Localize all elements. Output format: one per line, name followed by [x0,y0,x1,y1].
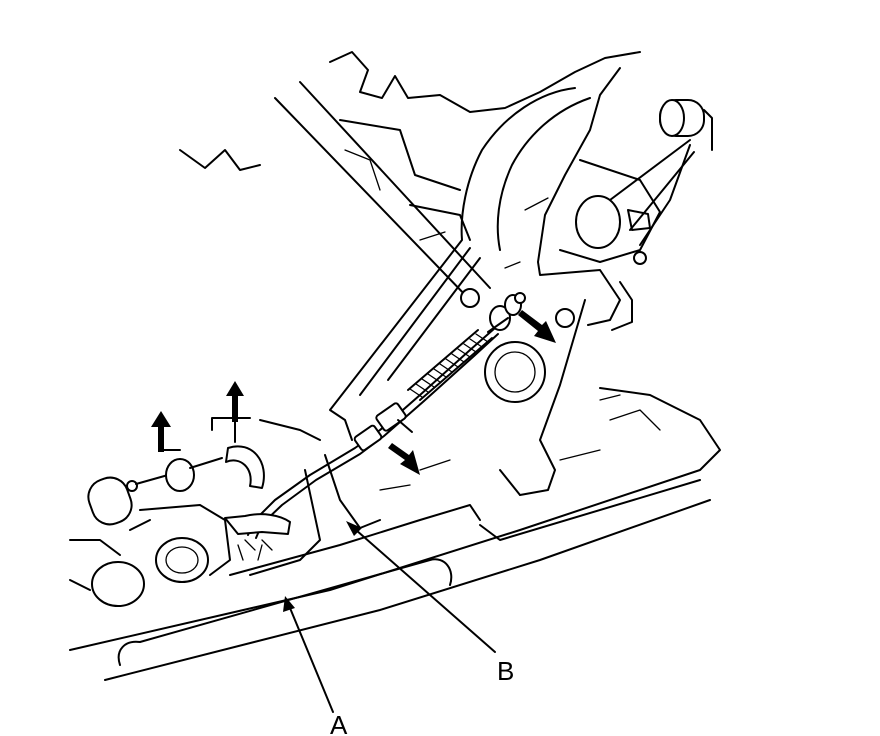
diagonal-arrow-spring [518,310,556,343]
pulley-arm [329,67,633,496]
callout-label-a: A [330,710,348,736]
lower-housing [69,387,721,681]
return-spring [407,329,493,401]
background-engine-outline [179,51,641,301]
upward-arrow-2 [226,381,244,443]
throttle-cable-assembly [247,292,526,539]
callout-leader-a [283,596,334,713]
diagonal-arrow-clip [388,443,420,475]
round-boss [484,341,546,403]
upward-arrow-1 [151,411,181,452]
left-side-components [69,417,321,607]
throttle-linkage-bracket [559,99,713,265]
callout-leader-b [346,521,496,653]
callout-label-b: B [497,656,514,686]
